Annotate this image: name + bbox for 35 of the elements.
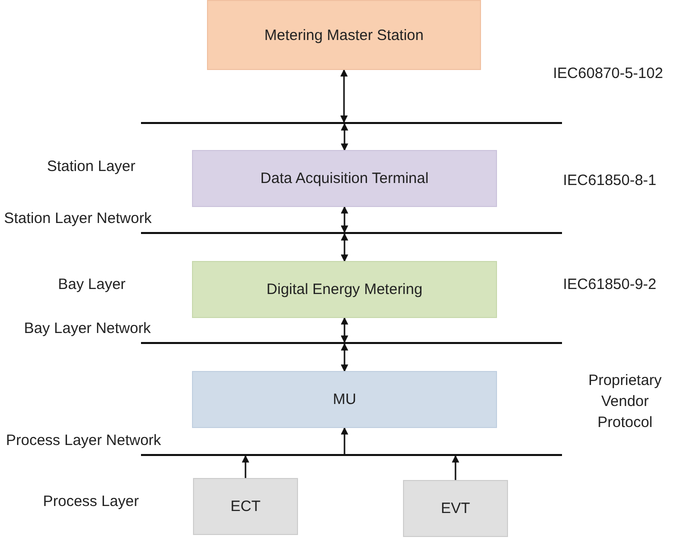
layer-label: Bay Layer — [58, 276, 126, 293]
arrow — [340, 69, 348, 123]
network-bus-line — [141, 232, 562, 234]
arrow — [340, 206, 348, 233]
network-label: Station Layer Network — [4, 210, 152, 227]
process-box — [193, 478, 298, 535]
layer-label: IEC61850-9-2 — [563, 276, 656, 293]
box-label: EVT — [440, 500, 470, 517]
network-bus-line — [141, 342, 562, 344]
box-label: MU — [332, 391, 356, 408]
layer-label: Station Layer — [47, 158, 136, 175]
network-bus-line — [141, 454, 562, 456]
process-box — [207, 0, 481, 70]
process-box — [192, 150, 497, 207]
layer-label: Process Layer — [43, 493, 139, 510]
arrow — [452, 455, 460, 480]
layer-label: IEC60870-5-102 — [553, 65, 664, 82]
box-label: Metering Master Station — [264, 26, 424, 44]
layer-label: IEC61850-8-1 — [563, 172, 656, 189]
box-label: Data Acquisition Terminal — [260, 170, 429, 187]
arrow — [340, 233, 348, 262]
process-box — [192, 261, 497, 318]
box-label: ECT — [230, 498, 260, 515]
network-label: Bay Layer Network — [24, 320, 151, 337]
network-bus-line — [141, 122, 562, 124]
arrow — [242, 455, 250, 478]
box-label: Digital Energy Metering — [266, 281, 422, 298]
process-box — [403, 480, 508, 537]
layer-label: Proprietary Vendor Protocol — [587, 371, 663, 433]
arrow — [340, 123, 348, 151]
arrow — [340, 317, 348, 343]
network-label: Process Layer Network — [6, 432, 162, 449]
arrow — [340, 343, 348, 372]
arrow — [340, 427, 348, 454]
process-box — [192, 371, 497, 428]
